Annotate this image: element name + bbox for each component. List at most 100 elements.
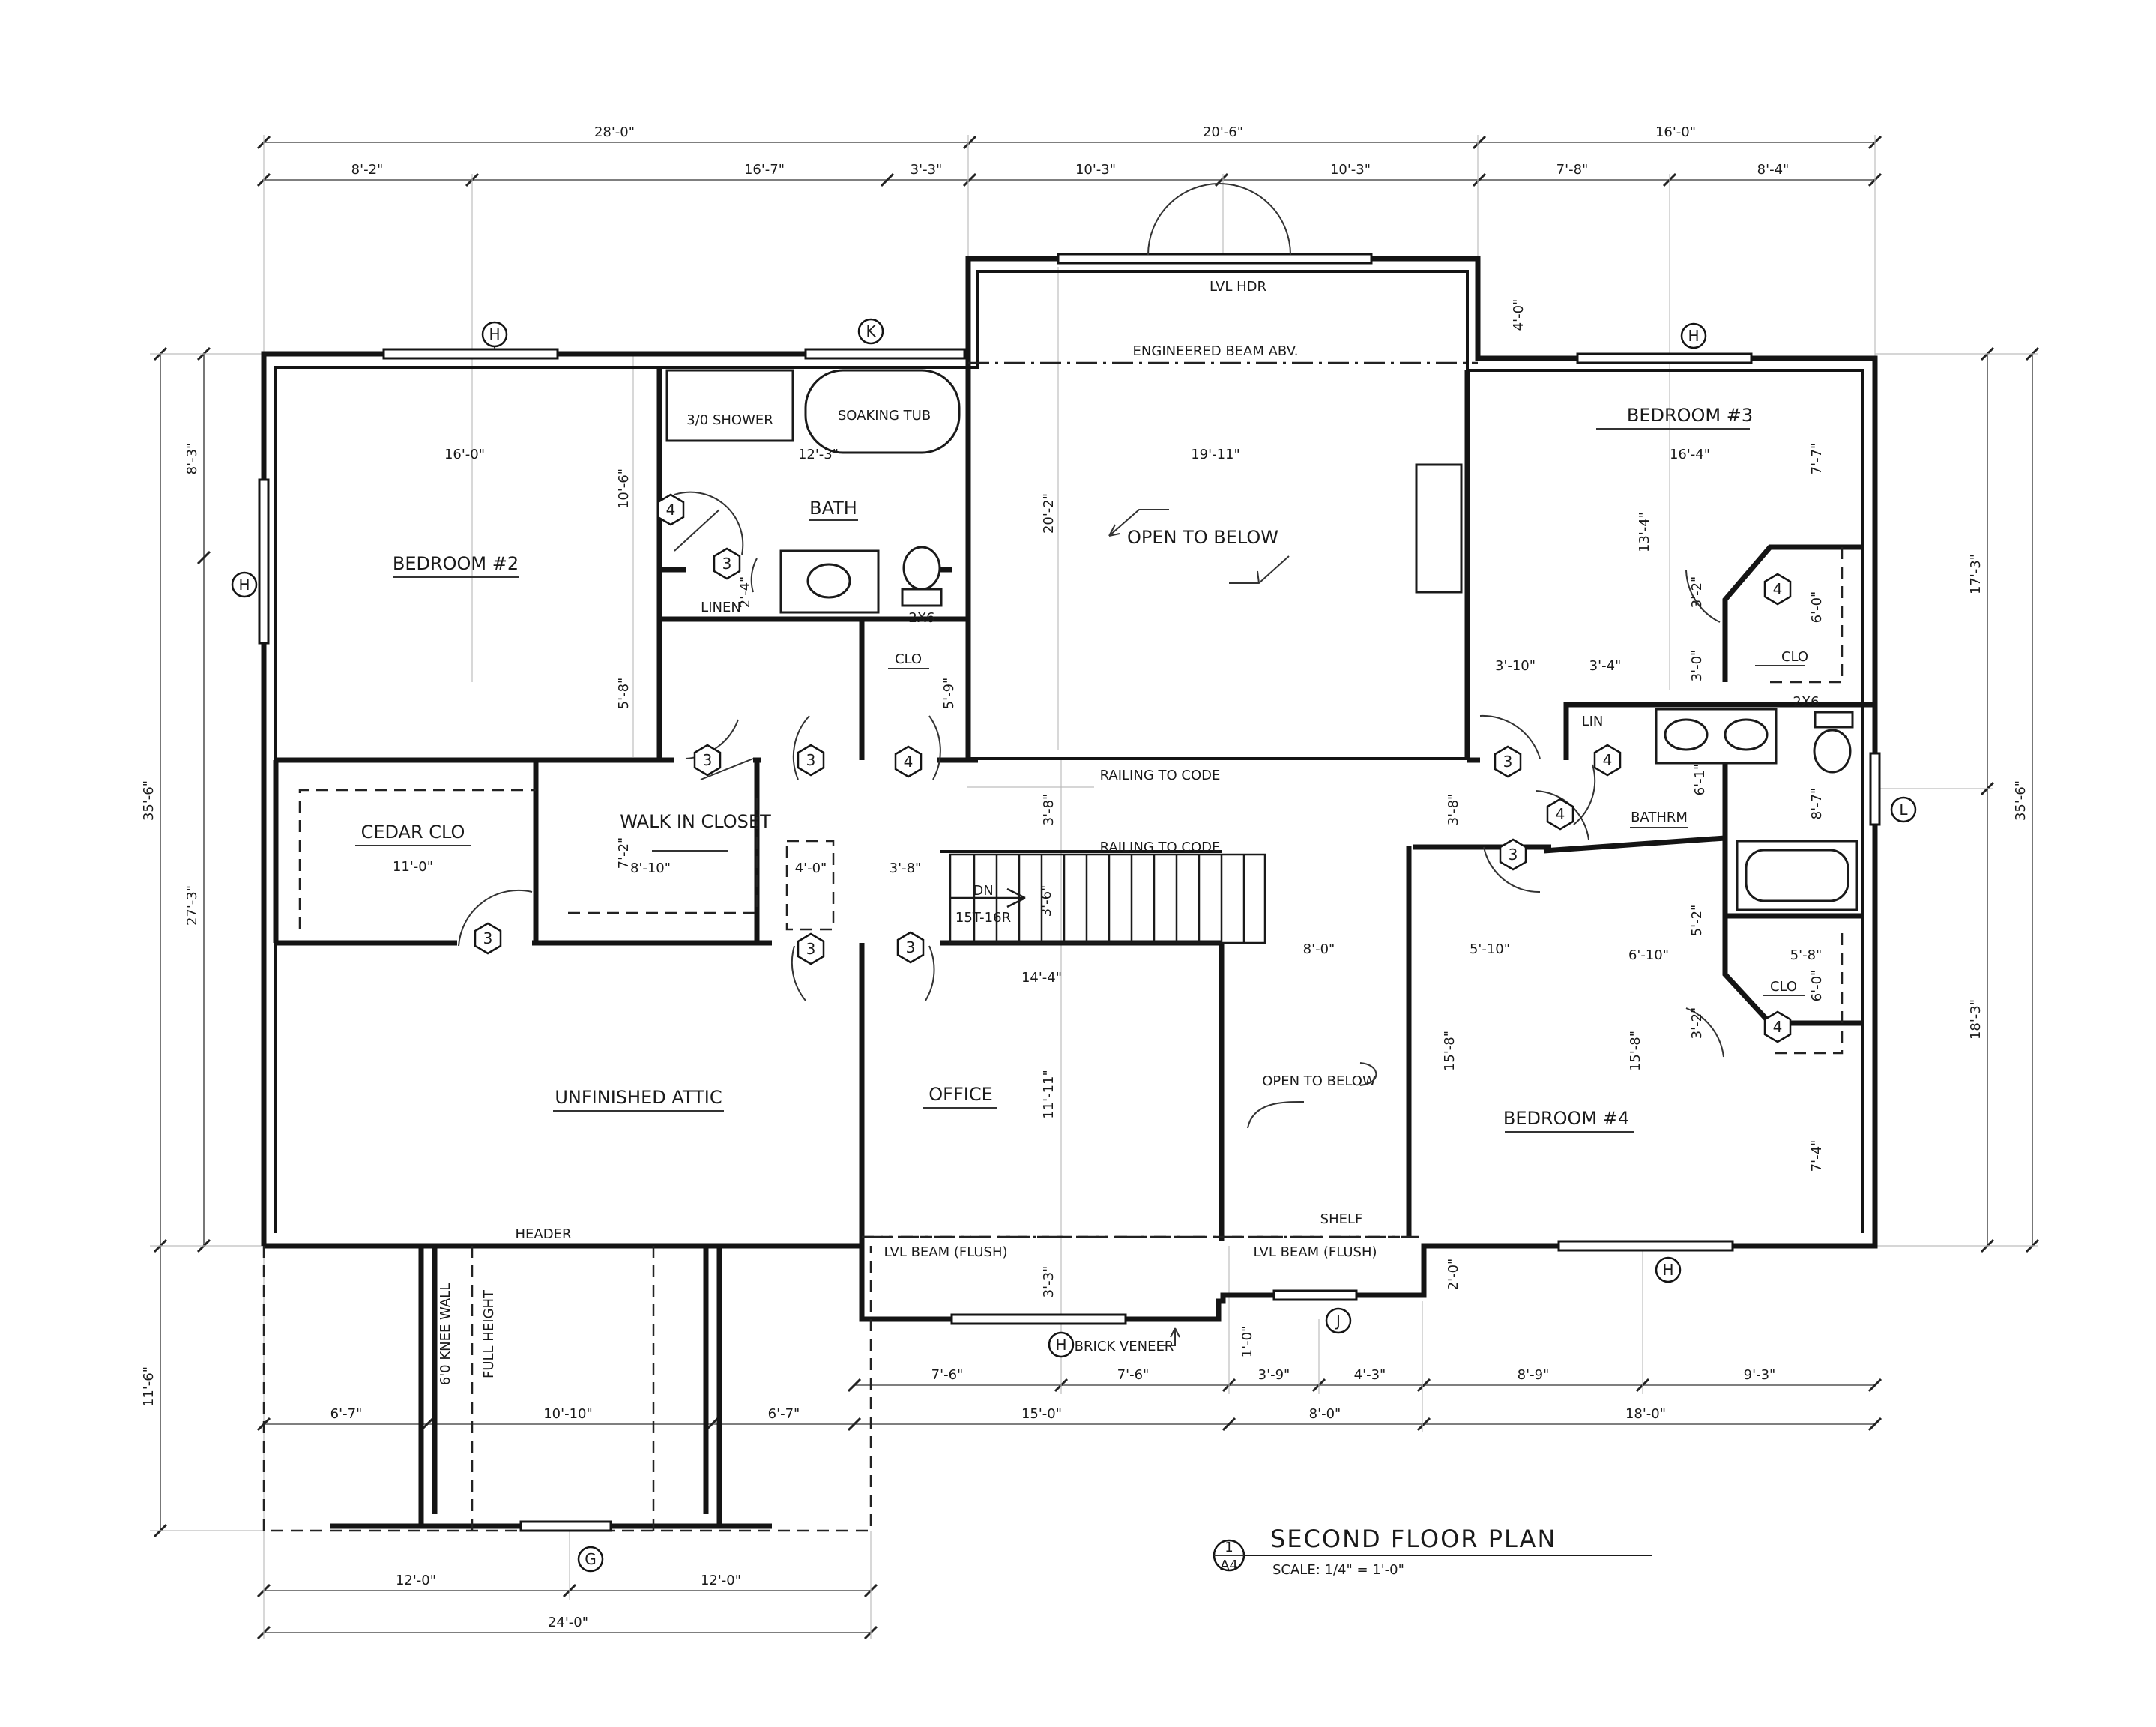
svg-text:H: H — [1055, 1336, 1066, 1354]
svg-text:10'-3": 10'-3" — [1330, 162, 1371, 178]
clo-bedroom-3-label: CLO — [1781, 649, 1808, 665]
svg-text:28'-0": 28'-0" — [594, 124, 635, 140]
svg-text:4: 4 — [1773, 1018, 1783, 1036]
svg-text:3: 3 — [483, 929, 493, 947]
svg-text:35'-6": 35'-6" — [141, 780, 157, 821]
svg-text:8'-9": 8'-9" — [1518, 1367, 1550, 1383]
svg-text:3'-6": 3'-6" — [1039, 885, 1054, 917]
svg-text:20'-6": 20'-6" — [1203, 124, 1243, 140]
window-tag: L — [1890, 796, 1917, 823]
room-walk-in-closet: WALK IN CLOSET — [620, 811, 771, 832]
svg-text:16'-4": 16'-4" — [1670, 447, 1710, 462]
svg-text:10'-3": 10'-3" — [1075, 162, 1116, 178]
door-tag: 3 — [896, 931, 925, 964]
svg-text:7'-4": 7'-4" — [1809, 1140, 1825, 1172]
full-height-note: FULL HEIGHT — [481, 1289, 497, 1378]
beam-lines — [862, 361, 1478, 1238]
svg-text:3'-0": 3'-0" — [1689, 650, 1705, 682]
svg-text:4: 4 — [1603, 751, 1613, 769]
svg-text:12'-0": 12'-0" — [701, 1573, 741, 1588]
stair-count-note: 15T-16R — [955, 910, 1011, 926]
svg-text:11'-11": 11'-11" — [1041, 1070, 1057, 1119]
room-bedroom-4: BEDROOM #4 — [1503, 1108, 1629, 1129]
clo-center-label: CLO — [895, 651, 922, 667]
svg-text:L: L — [1899, 801, 1908, 819]
svg-text:14'-4": 14'-4" — [1021, 970, 1062, 986]
svg-text:3'-8": 3'-8" — [1041, 794, 1057, 826]
svg-text:5'-9": 5'-9" — [941, 678, 957, 710]
svg-text:15'-0": 15'-0" — [1021, 1406, 1062, 1422]
svg-text:8'-0": 8'-0" — [1309, 1406, 1341, 1422]
svg-text:H: H — [489, 325, 500, 343]
svg-text:9'-3": 9'-3" — [1744, 1367, 1776, 1383]
svg-text:16'-0": 16'-0" — [444, 447, 485, 462]
shower-label: 3/0 SHOWER — [686, 412, 773, 428]
stair — [949, 853, 1266, 944]
door-tag: 3 — [713, 547, 741, 580]
svg-text:3: 3 — [806, 751, 816, 769]
svg-text:24'-0": 24'-0" — [548, 1615, 588, 1630]
svg-text:6'-1": 6'-1" — [1692, 764, 1708, 796]
sheet-number: A4 — [1220, 1558, 1238, 1573]
lvl-beam-shelf-note: LVL BEAM (FLUSH) — [1253, 1244, 1377, 1260]
detail-number: 1 — [1225, 1540, 1233, 1555]
svg-text:4: 4 — [666, 501, 676, 519]
knee-wall-note: 6'0 KNEE WALL — [438, 1283, 453, 1386]
svg-text:8'-2": 8'-2" — [351, 162, 384, 178]
svg-text:4'-0": 4'-0" — [795, 861, 827, 876]
svg-text:G: G — [585, 1550, 597, 1568]
svg-text:18'-3": 18'-3" — [1968, 999, 1984, 1040]
door-tag: 3 — [1494, 745, 1522, 778]
lvl-beam-office-note: LVL BEAM (FLUSH) — [884, 1244, 1007, 1260]
svg-text:8'-0": 8'-0" — [1303, 941, 1335, 957]
svg-text:4'-0": 4'-0" — [1511, 299, 1527, 331]
svg-text:3'-3": 3'-3" — [911, 162, 943, 178]
dimension-labels: 28'-0" 20'-6" 16'-0" 8'-2" 16'-7" 3'-3" … — [141, 124, 2029, 1630]
svg-text:15'-8": 15'-8" — [1442, 1031, 1458, 1071]
svg-text:J: J — [1335, 1312, 1341, 1330]
room-unfinished-attic: UNFINISHED ATTIC — [555, 1087, 722, 1108]
svg-text:3'-8": 3'-8" — [1446, 794, 1461, 826]
railing-upper-note: RAILING TO CODE — [1100, 768, 1221, 783]
svg-text:H: H — [1662, 1261, 1673, 1279]
svg-text:17'-3": 17'-3" — [1968, 554, 1984, 594]
svg-text:3: 3 — [806, 940, 816, 958]
svg-text:8'-7": 8'-7" — [1809, 788, 1825, 820]
soaking-tub-label: SOAKING TUB — [838, 408, 931, 424]
svg-text:5'-8": 5'-8" — [1790, 947, 1823, 963]
svg-text:2'-4": 2'-4" — [737, 576, 753, 609]
svg-text:11'-0": 11'-0" — [393, 859, 433, 875]
lvl-hdr-note: LVL HDR — [1210, 279, 1266, 295]
svg-text:19'-11": 19'-11" — [1191, 447, 1240, 462]
svg-text:10'-6": 10'-6" — [616, 468, 632, 509]
window-tag: H — [231, 571, 258, 598]
door-tag: 3 — [797, 932, 825, 965]
door-tags: 4 3 3 3 4 3 4 4 4 3 3 3 3 4 — [474, 493, 1792, 1043]
door-tag: 4 — [1763, 1010, 1792, 1043]
linen-label: LINEN — [701, 600, 741, 615]
window-tag: H — [481, 321, 508, 349]
title-block: 1 A4 SECOND FLOOR PLAN SCALE: 1/4" = 1'-… — [1213, 1525, 1652, 1578]
svg-text:6'-10": 6'-10" — [1628, 947, 1669, 963]
svg-text:16'-7": 16'-7" — [744, 162, 785, 178]
lin-label: LIN — [1582, 714, 1604, 729]
drawing-title: SECOND FLOOR PLAN — [1270, 1525, 1556, 1553]
room-bedroom-3: BEDROOM #3 — [1627, 405, 1753, 426]
room-office: OFFICE — [928, 1084, 993, 1105]
plan-notes: LVL HDR ENGINEERED BEAM ABV. RAILING TO … — [438, 279, 1820, 1385]
svg-text:3'-2": 3'-2" — [1689, 576, 1705, 609]
windows — [258, 183, 1881, 1532]
svg-text:10'-10": 10'-10" — [543, 1406, 593, 1422]
stair-dn-note: DN — [973, 883, 993, 899]
svg-text:1'-0": 1'-0" — [1239, 1326, 1255, 1358]
svg-text:8'-10": 8'-10" — [630, 861, 671, 876]
svg-text:15'-8": 15'-8" — [1628, 1031, 1643, 1071]
svg-text:35'-6": 35'-6" — [2013, 780, 2029, 821]
open-to-below-main: OPEN TO BELOW — [1127, 527, 1278, 548]
room-cedar-clo: CEDAR CLO — [361, 822, 465, 843]
window-tag: H — [1655, 1256, 1682, 1283]
window-tag: H — [1680, 322, 1707, 349]
svg-text:K: K — [866, 322, 876, 340]
door-tag: 4 — [894, 745, 923, 778]
